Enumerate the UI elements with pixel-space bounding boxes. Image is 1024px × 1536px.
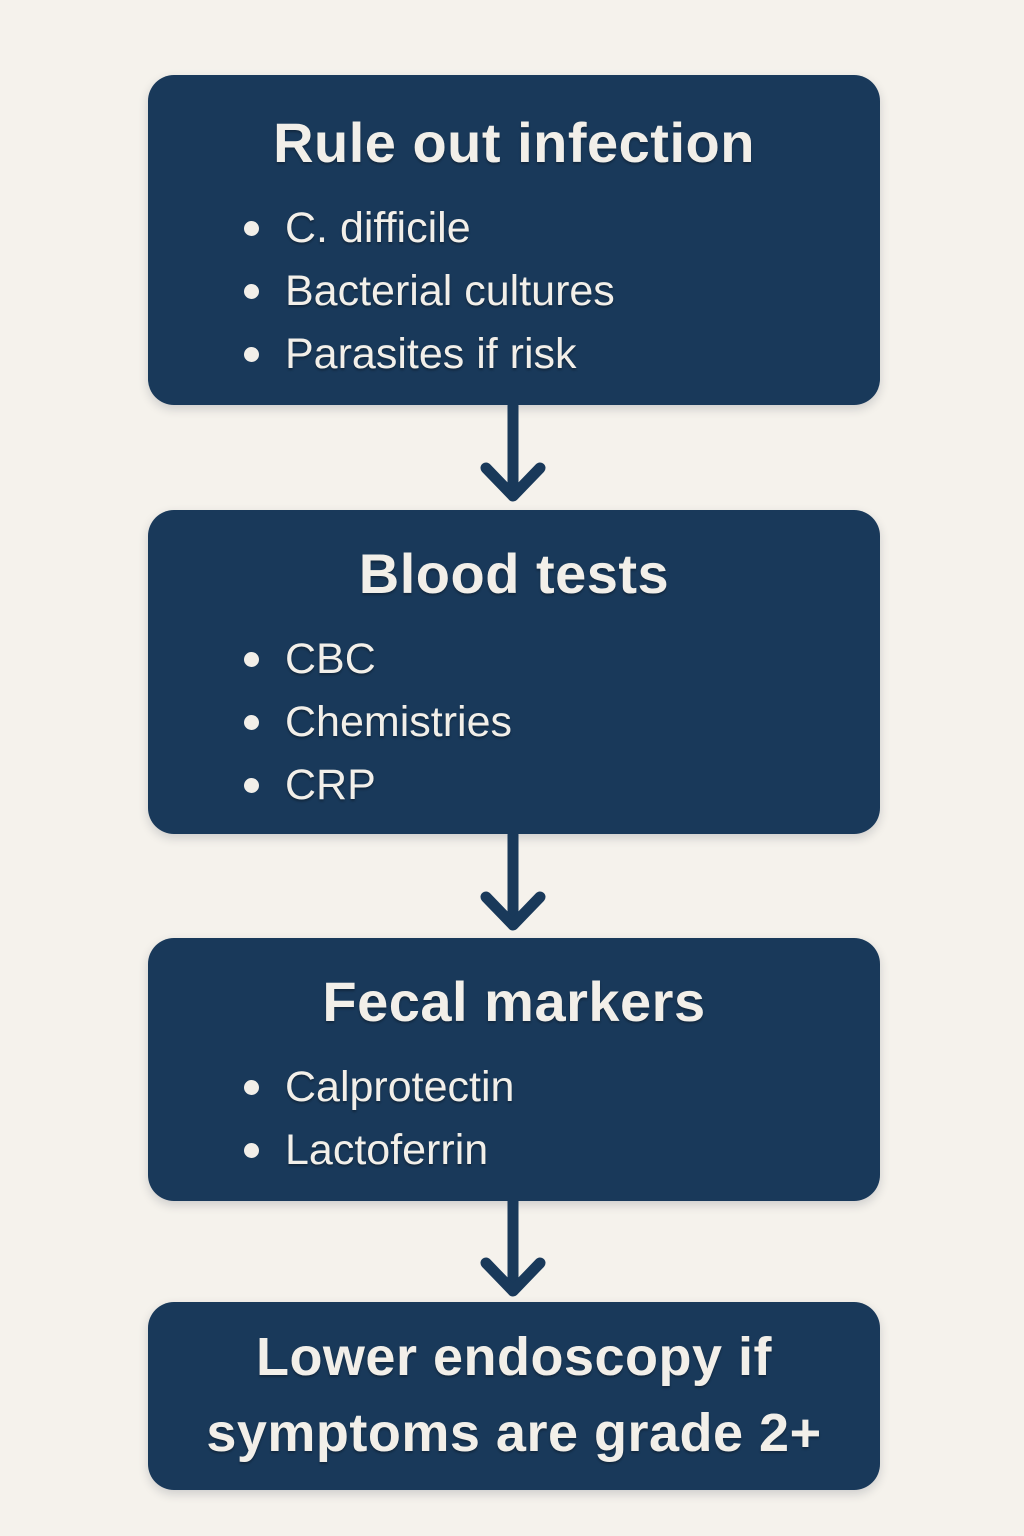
bullet-item: Bacterial cultures (244, 260, 860, 323)
step-bullet-list: CBC Chemistries CRP (148, 628, 880, 817)
step-box-fecal-markers: Fecal markers Calprotectin Lactoferrin (148, 938, 880, 1201)
arrow-down-icon (473, 1199, 553, 1299)
step-box-lower-endoscopy: Lower endoscopy if symptoms are grade 2+ (148, 1302, 880, 1490)
bullet-item: Chemistries (244, 691, 860, 754)
bullet-item: Parasites if risk (244, 323, 860, 386)
step-title: Lower endoscopy if symptoms are grade 2+ (206, 1327, 822, 1463)
step-bullet-list: C. difficile Bacterial cultures Parasite… (148, 197, 880, 386)
bullet-item: C. difficile (244, 197, 860, 260)
step-title: Rule out infection (273, 111, 755, 174)
step-box-blood-tests: Blood tests CBC Chemistries CRP (148, 510, 880, 834)
bullet-item: Lactoferrin (244, 1119, 860, 1182)
bullet-item: CBC (244, 628, 860, 691)
bullet-item: CRP (244, 754, 860, 817)
step-bullet-list: Calprotectin Lactoferrin (148, 1056, 880, 1182)
arrow-down-icon (473, 833, 553, 933)
step-title: Blood tests (358, 542, 670, 605)
step-box-rule-out-infection: Rule out infection C. difficile Bacteria… (148, 75, 880, 405)
arrow-down-icon (473, 404, 553, 504)
bullet-item: Calprotectin (244, 1056, 860, 1119)
step-title: Fecal markers (322, 970, 706, 1033)
